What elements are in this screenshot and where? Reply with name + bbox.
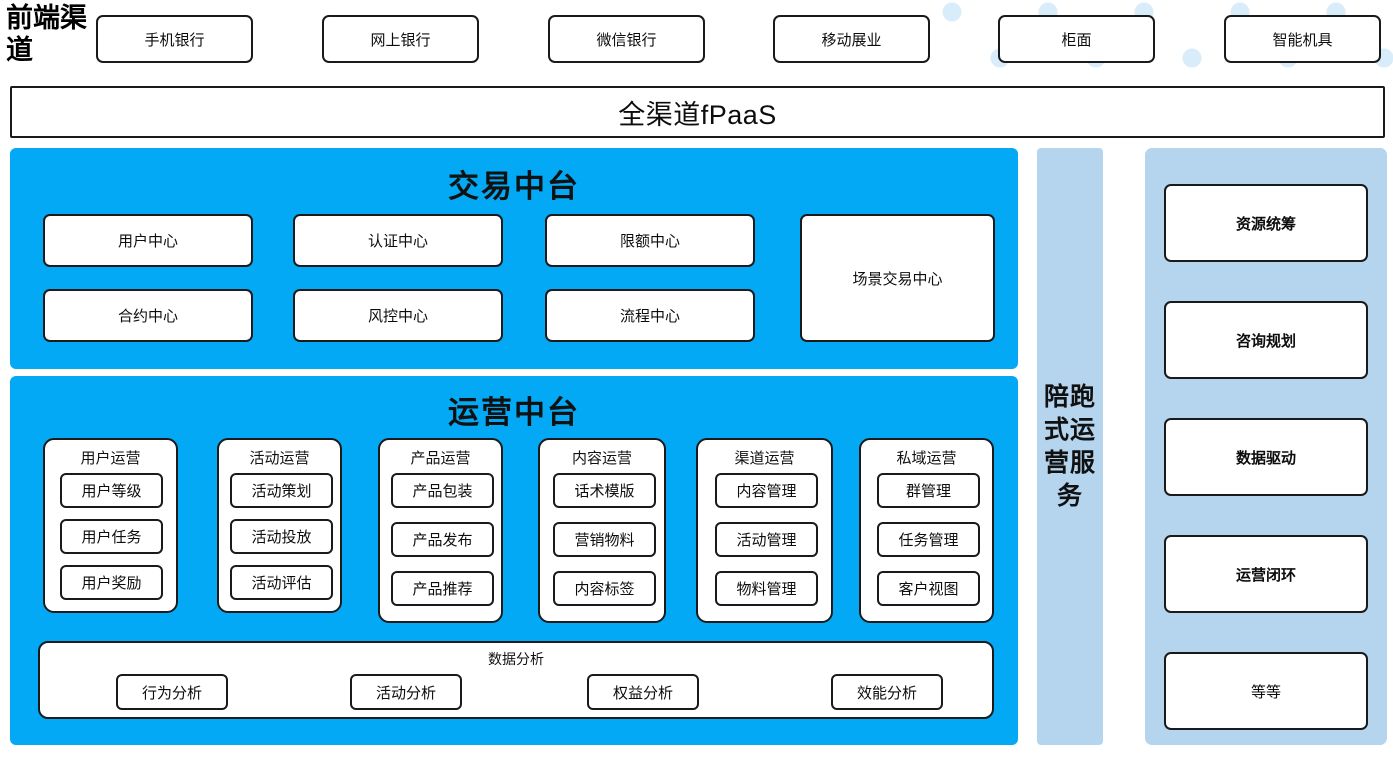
ops-group-product-operation: 产品运营 产品包装 产品发布 产品推荐 — [378, 438, 503, 623]
ops-item[interactable]: 活动投放 — [230, 519, 333, 554]
capability-box-data-driven[interactable]: 数据驱动 — [1164, 418, 1368, 496]
channel-label: 移动展业 — [821, 31, 882, 49]
service-column-label: 陪跑式运营服务 — [1043, 382, 1096, 510]
ops-group-user-operation: 用户运营 用户等级 用户任务 用户奖励 — [43, 438, 178, 613]
ops-item[interactable]: 话术模版 — [553, 473, 656, 508]
trade-center-title: 交易中台 — [448, 169, 580, 204]
trade-box-label: 用户中心 — [117, 233, 178, 250]
analytics-item[interactable]: 活动分析 — [350, 674, 462, 710]
ops-item[interactable]: 内容标签 — [553, 571, 656, 606]
ops-group-title: 私域运营 — [896, 450, 957, 467]
ops-item[interactable]: 用户任务 — [60, 519, 163, 554]
trade-box-auth-center[interactable]: 认证中心 — [293, 214, 503, 267]
ops-group-campaign-operation: 活动运营 活动策划 活动投放 活动评估 — [217, 438, 342, 613]
capability-box-consulting-planning[interactable]: 咨询规划 — [1164, 301, 1368, 379]
trade-box-contract-center[interactable]: 合约中心 — [43, 289, 253, 342]
trade-box-scene-transaction-center[interactable]: 场景交易中心 — [800, 214, 995, 342]
channel-box-smart-machine[interactable]: 智能机具 — [1224, 15, 1381, 63]
trade-box-label: 限额中心 — [619, 233, 680, 250]
ops-group-title: 活动运营 — [249, 450, 310, 467]
channel-label: 网上银行 — [370, 31, 431, 49]
trade-box-label: 流程中心 — [619, 308, 680, 325]
ops-item[interactable]: 客户视图 — [877, 571, 980, 606]
ops-item[interactable]: 用户等级 — [60, 473, 163, 508]
analytics-card: 数据分析 行为分析 活动分析 权益分析 效能分析 — [38, 641, 994, 719]
trade-box-limit-center[interactable]: 限额中心 — [545, 214, 755, 267]
operation-center-panel: 运营中台 用户运营 用户等级 用户任务 用户奖励 活动运营 活动策划 活动投放 … — [10, 376, 1018, 745]
ops-item[interactable]: 任务管理 — [877, 522, 980, 557]
channel-box-mobile-bank[interactable]: 手机银行 — [96, 15, 253, 63]
ops-item[interactable]: 用户奖励 — [60, 565, 163, 600]
trade-box-label: 合约中心 — [117, 308, 178, 325]
trade-box-label: 认证中心 — [367, 233, 428, 250]
trade-box-user-center[interactable]: 用户中心 — [43, 214, 253, 267]
trade-box-label: 风控中心 — [367, 308, 428, 325]
ops-group-title: 用户运营 — [80, 450, 141, 467]
ops-group-title: 渠道运营 — [734, 450, 795, 467]
channel-label: 手机银行 — [144, 31, 205, 49]
analytics-title: 数据分析 — [488, 651, 544, 667]
channel-label: 柜面 — [1061, 31, 1092, 49]
trade-box-process-center[interactable]: 流程中心 — [545, 289, 755, 342]
ops-group-channel-operation: 渠道运营 内容管理 活动管理 物料管理 — [696, 438, 833, 623]
capability-box-resource-coordination[interactable]: 资源统筹 — [1164, 184, 1368, 262]
channel-box-online-bank[interactable]: 网上银行 — [322, 15, 479, 63]
ops-item[interactable]: 活动管理 — [715, 522, 818, 557]
trade-center-panel: 交易中台 用户中心 认证中心 限额中心 合约中心 风控中心 流程中心 场景交易中… — [10, 148, 1018, 369]
ops-group-content-operation: 内容运营 话术模版 营销物料 内容标签 — [538, 438, 666, 623]
ops-item[interactable]: 活动策划 — [230, 473, 333, 508]
channel-label: 智能机具 — [1272, 31, 1333, 49]
capability-box-etc[interactable]: 等等 — [1164, 652, 1368, 730]
channel-box-mobile-marketing[interactable]: 移动展业 — [773, 15, 930, 63]
front-channel-label: 前端渠道 — [6, 3, 87, 65]
operation-center-title: 运营中台 — [448, 395, 580, 430]
ops-group-private-domain-operation: 私域运营 群管理 任务管理 客户视图 — [859, 438, 994, 623]
capability-box-operation-closed-loop[interactable]: 运营闭环 — [1164, 535, 1368, 613]
ops-item[interactable]: 产品推荐 — [391, 571, 494, 606]
fpaas-label: 全渠道fPaaS — [618, 99, 777, 130]
ops-item[interactable]: 产品发布 — [391, 522, 494, 557]
ops-item[interactable]: 物料管理 — [715, 571, 818, 606]
trade-box-label: 场景交易中心 — [852, 270, 943, 288]
omnichannel-fpaas-bar[interactable]: 全渠道fPaaS — [10, 86, 1385, 138]
ops-item[interactable]: 产品包装 — [391, 473, 494, 508]
trade-box-risk-center[interactable]: 风控中心 — [293, 289, 503, 342]
channel-box-wechat-bank[interactable]: 微信银行 — [548, 15, 705, 63]
capability-panel: 资源统筹 咨询规划 数据驱动 运营闭环 等等 — [1145, 148, 1387, 745]
analytics-item[interactable]: 权益分析 — [587, 674, 699, 710]
ops-group-title: 产品运营 — [410, 450, 471, 467]
analytics-item[interactable]: 行为分析 — [116, 674, 228, 710]
ops-item[interactable]: 群管理 — [877, 473, 980, 508]
accompanying-operation-service-column: 陪跑式运营服务 — [1037, 148, 1103, 745]
channel-box-counter[interactable]: 柜面 — [998, 15, 1155, 63]
ops-item[interactable]: 活动评估 — [230, 565, 333, 600]
ops-item[interactable]: 营销物料 — [553, 522, 656, 557]
analytics-item[interactable]: 效能分析 — [831, 674, 943, 710]
ops-item[interactable]: 内容管理 — [715, 473, 818, 508]
ops-group-title: 内容运营 — [571, 450, 632, 467]
channel-label: 微信银行 — [596, 31, 657, 49]
